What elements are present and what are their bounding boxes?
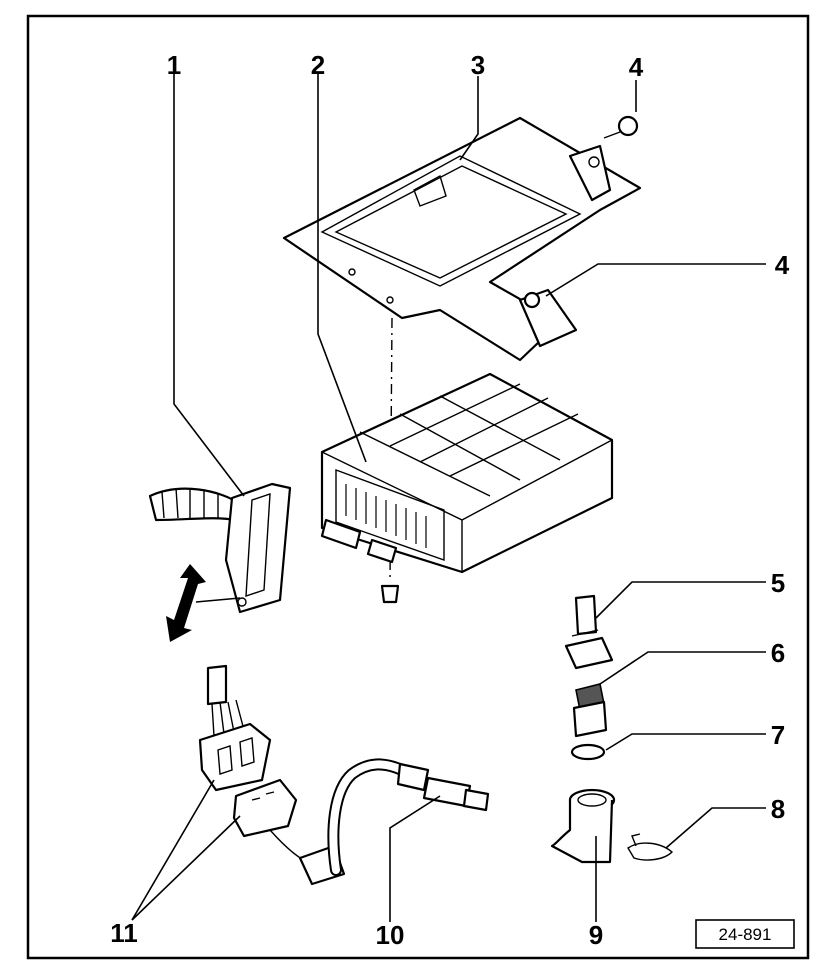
retaining-clip	[627, 833, 674, 861]
plug-connectors	[198, 664, 346, 886]
callout-11: 11	[110, 918, 138, 948]
harness-connector	[148, 482, 292, 614]
callout-10: 10	[376, 920, 405, 950]
callout-5: 5	[771, 568, 785, 598]
sensor-cable	[327, 758, 490, 876]
callout-3: 3	[471, 50, 485, 80]
temperature-sender	[572, 683, 608, 738]
screw-bottom	[380, 584, 400, 604]
temperature-sender-plug	[564, 594, 614, 670]
diagram-frame	[26, 14, 810, 960]
callout-4-lower: 4	[775, 250, 790, 280]
callout-9: 9	[589, 920, 603, 950]
mounting-plate	[282, 116, 642, 362]
callout-7: 7	[771, 720, 785, 750]
double-arrow	[166, 564, 206, 642]
screw-upper	[603, 115, 639, 139]
callout-1: 1	[167, 50, 181, 80]
coolant-flange	[550, 788, 616, 864]
leader-lines	[131, 74, 766, 922]
callout-8: 8	[771, 794, 785, 824]
callout-4-upper: 4	[629, 52, 644, 82]
callout-2: 2	[311, 50, 325, 80]
screw-lower	[523, 291, 541, 309]
o-ring	[570, 743, 606, 761]
reference-box	[695, 919, 795, 949]
control-unit	[320, 372, 614, 574]
callout-6: 6	[771, 638, 785, 668]
reference-code: 24-891	[719, 925, 772, 944]
